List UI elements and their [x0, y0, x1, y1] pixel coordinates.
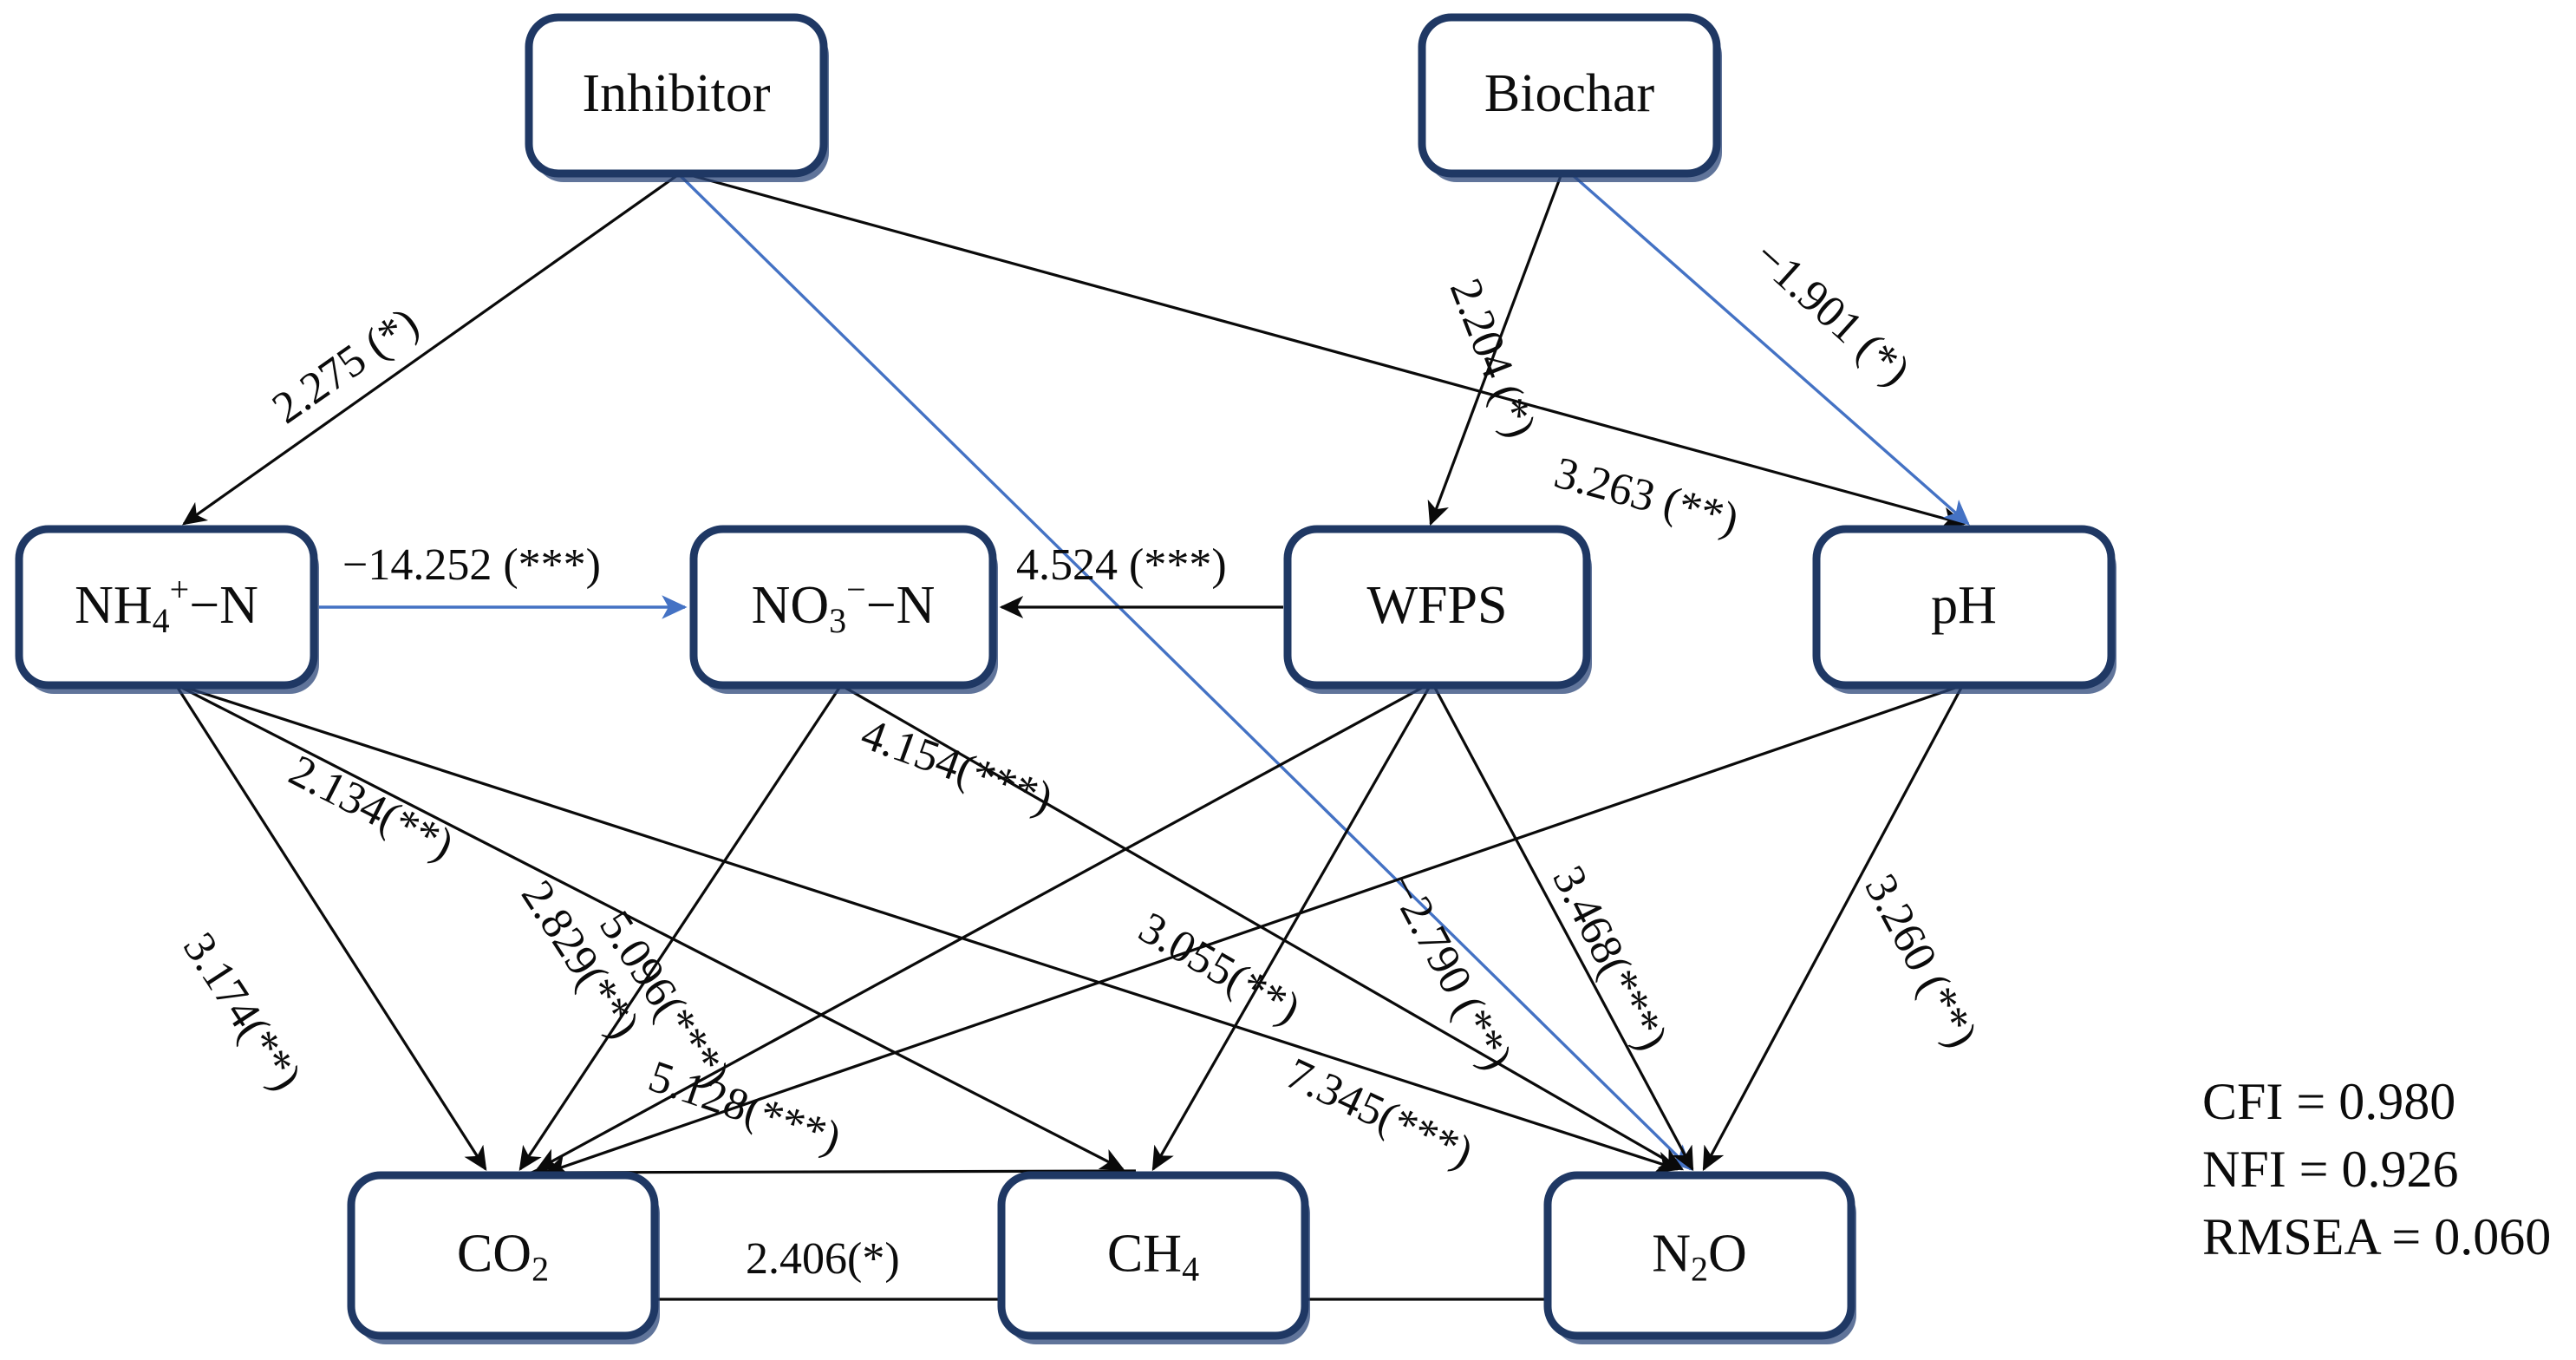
- node-box-nh4[interactable]: [15, 525, 318, 690]
- edge-label-ch4-to-co2: 7.345(***): [1279, 1049, 1480, 1178]
- node-box-inhibitor[interactable]: [525, 13, 828, 178]
- node-ch4[interactable]: CH4: [997, 1171, 1310, 1344]
- edge-label-ph-to-co2: 5.128(***): [642, 1051, 847, 1163]
- node-label-n2o: N2O: [1652, 1225, 1747, 1289]
- edge-label-wfps-to-n2o: 3.468(***): [1542, 859, 1677, 1058]
- node-label-co2: CO2: [457, 1225, 549, 1289]
- node-box-no3[interactable]: [689, 525, 997, 690]
- node-label-no3: NO3−−N: [752, 570, 936, 640]
- path-edge-biochar-to-ph: [1572, 174, 1970, 526]
- node-wfps[interactable]: WFPS: [1283, 525, 1592, 694]
- path-edge-wfps-to-ch4: [1151, 687, 1431, 1172]
- path-edge-no3-to-co2: [518, 687, 841, 1172]
- edge-label-wfps-to-no3: 4.524 (***): [1016, 540, 1227, 590]
- path-edge-ph-to-n2o: [1702, 687, 1963, 1172]
- edge-label-inhibitor-to-nh4: 2.275 (*): [264, 298, 427, 434]
- node-box-wfps[interactable]: [1283, 525, 1591, 690]
- path-edges-group: [176, 174, 1970, 1311]
- path-edge-nh4-to-n2o: [186, 686, 1680, 1174]
- node-label-biochar: Biochar: [1484, 64, 1655, 123]
- edge-label-no3-to-n2o: 3.055(**): [1131, 903, 1308, 1034]
- edge-label-nh4-to-ch4: 2.134(**): [282, 746, 461, 870]
- path-edge-no3-to-n2o: [845, 686, 1685, 1171]
- node-label-wfps: WFPS: [1367, 576, 1508, 635]
- edge-label-inhibitor-to-ph: 3.263 (**): [1549, 448, 1744, 545]
- edge-label-nh4-to-no3: −14.252 (***): [342, 540, 601, 590]
- node-box-biochar[interactable]: [1418, 13, 1721, 178]
- node-ph[interactable]: pH: [1812, 525, 2116, 694]
- edge-label-nh4-to-co2: 3.174(**): [173, 924, 311, 1099]
- edge-label-wfps-to-ch4: −2.790 (**): [1378, 866, 1522, 1078]
- path-edge-wfps-to-n2o: [1433, 687, 1694, 1172]
- node-nh4[interactable]: NH4+−N: [15, 525, 319, 694]
- fit-index-cfi: CFI = 0.980: [2202, 1073, 2455, 1130]
- node-box-co2[interactable]: [347, 1171, 659, 1340]
- edge-label-ph-to-n2o: 3.260 (**): [1855, 866, 1986, 1056]
- edge-label-n2o-to-co2: 2.406(*): [746, 1234, 900, 1284]
- node-co2[interactable]: CO2: [347, 1171, 660, 1344]
- path-edge-nh4-to-ch4: [181, 686, 1125, 1171]
- node-box-n2o[interactable]: [1543, 1171, 1855, 1340]
- path-edge-ph-to-co2: [544, 686, 1956, 1177]
- path-edge-nh4-to-co2: [176, 687, 487, 1172]
- node-no3[interactable]: NO3−−N: [689, 525, 998, 694]
- node-box-ch4[interactable]: [997, 1171, 1309, 1340]
- fit-index-rmsea: RMSEA = 0.060: [2202, 1208, 2551, 1265]
- path-edge-inhibitor-to-ph: [693, 174, 1966, 529]
- fit-index-nfi: NFI = 0.926: [2202, 1141, 2459, 1198]
- path-coefficient-labels-group: 2.275 (*) 3.263 (**)2.204 (*) −1.901 (*) −1…: [173, 232, 1987, 1284]
- node-inhibitor[interactable]: Inhibitor: [525, 13, 829, 182]
- edge-label-nh4-to-n2o: 4.154(***): [855, 709, 1059, 824]
- node-label-ch4: CH4: [1107, 1225, 1199, 1289]
- path-edge-wfps-to-co2: [535, 686, 1423, 1171]
- edge-label-biochar-to-ph: −1.901 (*): [1745, 232, 1920, 396]
- node-label-inhibitor: Inhibitor: [583, 64, 771, 123]
- node-n2o[interactable]: N2O: [1543, 1171, 1856, 1344]
- node-box-ph[interactable]: [1812, 525, 2116, 690]
- node-label-ph: pH: [1931, 576, 1997, 635]
- path-edge-inhibitor-to-n2o: [679, 174, 1692, 1171]
- path-edge-biochar-to-wfps: [1427, 175, 1562, 526]
- edge-label-biochar-to-wfps: 2.204 (*): [1440, 272, 1546, 444]
- node-biochar[interactable]: Biochar: [1418, 13, 1722, 182]
- node-label-nh4: NH4+−N: [75, 570, 258, 640]
- path-edge-inhibitor-to-nh4: [182, 174, 677, 526]
